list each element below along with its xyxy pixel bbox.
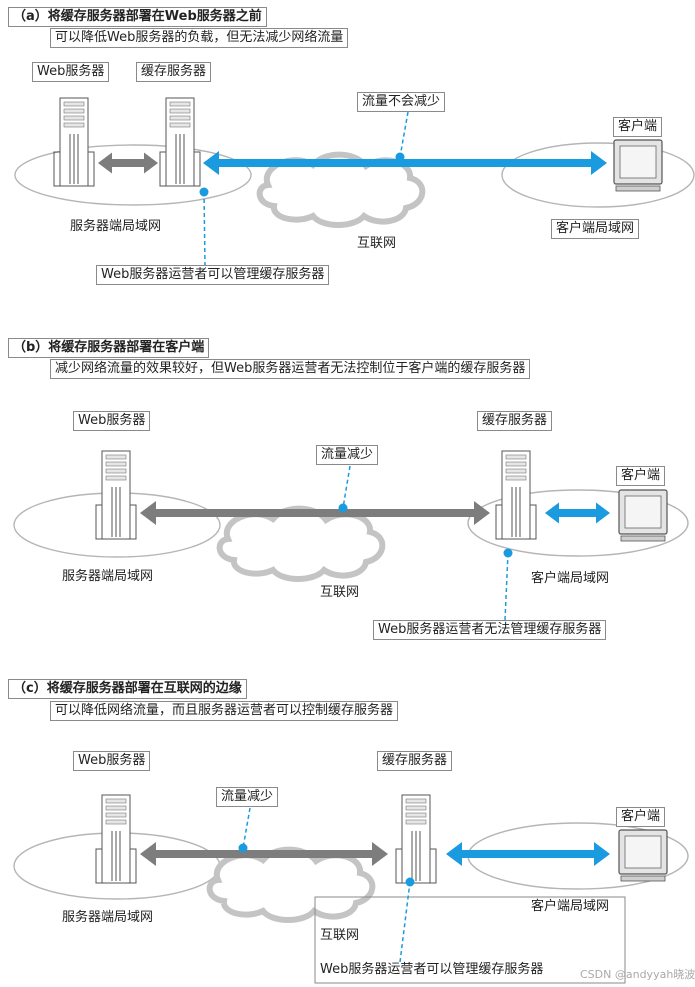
section-c-subtitle: 可以降低网络流量，而且服务器运营者可以控制缓存服务器 [50, 701, 399, 721]
section-b-title: （b）将缓存服务器部署在客户端 [8, 338, 210, 358]
server-link-arrow [98, 152, 158, 174]
client-link-arrow [545, 502, 610, 524]
traffic-note-pointer [342, 465, 351, 509]
client-pc-icon [618, 489, 668, 542]
web-server-icon [95, 794, 137, 884]
client-lan-label: 客户端局域网 [531, 899, 610, 914]
management-pointer-dot [503, 548, 513, 558]
traffic-note-pointer [399, 111, 409, 158]
server-lan-label: 服务器端局域网 [62, 910, 154, 925]
web-server-icon [53, 97, 95, 187]
internet-label: 互联网 [320, 928, 360, 943]
cache-server-label: 缓存服务器 [136, 62, 212, 82]
management-pointer-dot [405, 877, 415, 887]
web-server-label: Web服务器 [32, 62, 110, 82]
traffic-arrow [203, 151, 607, 175]
cache-server-label: 缓存服务器 [377, 751, 453, 771]
client-link-arrow [446, 842, 610, 866]
server-lan-ellipse [14, 144, 252, 206]
management-note: Web服务器运营者无法管理缓存服务器 [373, 620, 607, 640]
web-server-label: Web服务器 [73, 411, 151, 431]
traffic-note: 流量减少 [316, 445, 379, 465]
section-a-title: （a）将缓存服务器部署在Web服务器之前 [8, 7, 267, 27]
traffic-note-pointer-dot [338, 503, 348, 513]
section-c-title: （c）将缓存服务器部署在互联网的边缘 [8, 679, 247, 699]
cache-server-icon [395, 794, 437, 884]
watermark: CSDN @andyyah晓波 [580, 968, 695, 981]
server-lan-label: 服务器端局域网 [70, 219, 162, 234]
client-pc-icon [618, 829, 668, 882]
internet-label: 互联网 [320, 585, 360, 600]
web-server-label: Web服务器 [73, 751, 151, 771]
management-note: Web服务器运营者可以管理缓存服务器 [96, 265, 330, 285]
traffic-note-pointer-dot [238, 843, 248, 853]
management-pointer-dot [199, 187, 209, 197]
traffic-note: 流量不会减少 [357, 92, 446, 112]
client-label: 客户端 [616, 466, 666, 486]
web-server-icon [95, 450, 137, 540]
client-pc-icon [613, 139, 663, 192]
traffic-arrow [140, 842, 388, 866]
cache-server-label: 缓存服务器 [477, 411, 553, 431]
management-note: Web服务器运营者可以管理缓存服务器 [320, 962, 544, 977]
traffic-note-pointer-dot [395, 152, 405, 162]
management-pointer [399, 881, 411, 963]
client-lan-label: 客户端局域网 [531, 571, 610, 586]
traffic-note: 流量减少 [216, 787, 279, 807]
edge-area-frame [314, 896, 626, 984]
traffic-note-pointer [242, 807, 251, 849]
section-b-subtitle: 减少网络流量的效果较好，但Web服务器运营者无法控制位于客户端的缓存服务器 [50, 359, 531, 379]
cache-server-icon [495, 450, 537, 540]
client-lan-ellipse [501, 142, 695, 208]
traffic-arrow [140, 501, 490, 525]
cache-server-icon [159, 97, 201, 187]
client-label: 客户端 [613, 117, 663, 137]
client-lan-label: 客户端局域网 [551, 219, 640, 239]
server-lan-label: 服务器端局域网 [62, 569, 154, 584]
internet-cloud [210, 850, 373, 920]
client-lan-ellipse [467, 489, 689, 557]
section-a-subtitle: 可以降低Web服务器的负载，但无法减少网络流量 [50, 28, 349, 48]
management-pointer [203, 191, 206, 267]
internet-cloud [220, 509, 383, 579]
internet-label: 互联网 [357, 236, 397, 251]
management-pointer [504, 552, 509, 621]
client-label: 客户端 [616, 807, 666, 827]
